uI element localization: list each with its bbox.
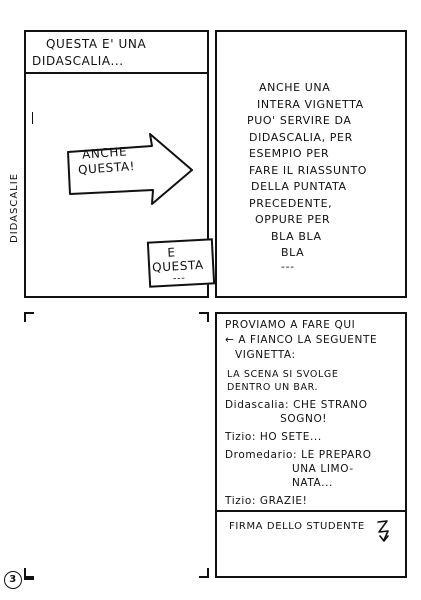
p4-scene-line: DENTRO UN BAR. — [227, 382, 319, 393]
script-text: Didascalia: CHE STRANO — [225, 399, 368, 411]
side-label-didascalie: DIDASCALIE — [9, 172, 20, 243]
p2-line: ANCHE UNA — [259, 81, 331, 94]
tick-mark — [32, 112, 33, 124]
panel-2-text: ANCHE UNA INTERA VIGNETTA PUO' SERVIRE D… — [231, 80, 367, 272]
p2-line: --- — [281, 259, 295, 273]
signature-label: FIRMA DELLO STUDENTE — [229, 521, 365, 532]
script-line-dromedario: Dromedario: LE PREPARO UNA LIMO- NATA... — [225, 448, 372, 490]
script-text: SOGNO! — [225, 413, 328, 425]
page-number: 3 — [9, 574, 17, 586]
p4-intro-line: ← A FIANCO LA SEGUENTE — [225, 334, 378, 346]
script-line-tizio-2: Tizio: GRAZIE! — [225, 494, 372, 508]
p2-line: INTERA VIGNETTA — [257, 97, 364, 111]
p2-line: BLA BLA — [271, 229, 322, 243]
p2-line: BLA — [281, 246, 305, 259]
p2-line: OPPURE PER — [255, 213, 331, 226]
page-corner-mark — [24, 570, 34, 580]
panel-4: PROVIAMO A FARE QUI ← A FIANCO LA SEGUEN… — [215, 312, 407, 578]
crop-mark-top-left — [24, 312, 34, 322]
panel-4-scene: LA SCENA SI SVOLGE DENTRO UN BAR. — [227, 368, 338, 394]
panel-3-frame — [24, 312, 209, 578]
corner-caption-box: E QUESTA --- — [146, 238, 216, 288]
script-line-didascalia: Didascalia: CHE STRANO SOGNO! — [225, 398, 372, 426]
caption-line-1: QUESTA E' UNA — [46, 37, 147, 51]
script-text: UNA LIMO- — [225, 463, 354, 475]
crop-mark-bottom-right — [199, 568, 209, 578]
crop-mark-top-right — [199, 312, 209, 322]
script-text: NATA... — [225, 477, 333, 489]
p4-intro-line: VIGNETTA: — [235, 349, 296, 361]
p2-line: DELLA PUNTATA — [251, 180, 347, 193]
arrow-down-icon — [377, 520, 389, 542]
arrow-caption-shape — [67, 133, 193, 205]
caption-line-2: DIDASCALIA... — [32, 54, 124, 68]
script-text: Tizio: GRAZIE! — [225, 495, 308, 507]
signature-strip: FIRMA DELLO STUDENTE — [217, 510, 405, 578]
page-number-badge: 3 — [4, 571, 22, 589]
p2-line: PRECEDENTE, — [249, 196, 333, 210]
panel-1-caption-box: QUESTA E' UNA DIDASCALIA... — [26, 32, 207, 74]
panel-4-intro: PROVIAMO A FARE QUI ← A FIANCO LA SEGUEN… — [225, 318, 377, 363]
p2-line: PUO' SERVIRE DA — [247, 114, 352, 127]
script-text: Tizio: HO SETE... — [225, 431, 322, 443]
script-line-tizio-1: Tizio: HO SETE... — [225, 430, 372, 444]
panel-2: ANCHE UNA INTERA VIGNETTA PUO' SERVIRE D… — [215, 30, 407, 298]
p2-line: DIDASCALIA, PER — [249, 130, 353, 144]
script-text: Dromedario: LE PREPARO — [225, 449, 372, 461]
panel-1: QUESTA E' UNA DIDASCALIA... ANCHE QUESTA… — [24, 30, 216, 298]
p4-intro-line: PROVIAMO A FARE QUI — [225, 319, 356, 331]
corner-caption-mark: --- — [172, 272, 186, 285]
p2-line: ESEMPIO PER — [249, 147, 330, 160]
panel-4-script: Didascalia: CHE STRANO SOGNO! Tizio: HO … — [225, 398, 372, 508]
p2-line: FARE IL RIASSUNTO — [249, 163, 368, 177]
p4-scene-line: LA SCENA SI SVOLGE — [227, 369, 339, 380]
